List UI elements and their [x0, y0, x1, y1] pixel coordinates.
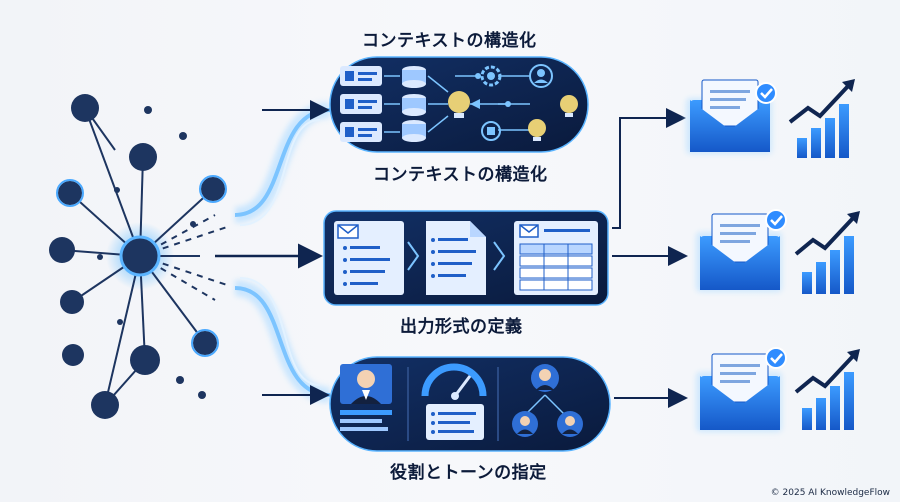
envelope-check-icon — [686, 79, 777, 154]
growth-chart-icon — [794, 211, 860, 294]
gear-icon — [480, 65, 502, 87]
gauge-icon — [421, 363, 487, 400]
user-card-icons — [340, 66, 382, 142]
envelope-check-icon — [696, 209, 787, 292]
output-row-3 — [696, 347, 860, 432]
person-icon — [340, 364, 392, 404]
panel-output-format — [323, 210, 609, 306]
team-icon — [512, 364, 583, 437]
section-1-title-bottom: コンテキストの構造化 — [373, 165, 548, 185]
analytics-icon — [481, 121, 501, 141]
panel-role-and-tone — [329, 356, 611, 452]
envelope-check-icon — [696, 347, 787, 432]
user-icon — [529, 64, 553, 88]
tone-card — [426, 404, 484, 440]
section-1-title-top: コンテキストの構造化 — [362, 31, 537, 51]
network-hub-icon — [49, 94, 231, 419]
database-icon — [402, 66, 426, 142]
table-icon — [514, 221, 598, 295]
section-2-title: 出力形式の定義 — [400, 317, 523, 337]
flow-streams — [215, 100, 331, 405]
lightbulb-icon — [448, 91, 578, 141]
mail-form-icon — [334, 221, 404, 295]
panel-context-structuring — [329, 56, 589, 153]
growth-chart-icon — [788, 79, 855, 158]
copyright-footer: © 2025 AI KnowledgeFlow — [770, 488, 890, 498]
document-icon — [426, 221, 486, 295]
output-arrows — [612, 108, 688, 408]
output-row-1 — [686, 79, 855, 158]
growth-chart-icon — [794, 349, 860, 430]
section-3-title: 役割とトーンの指定 — [390, 463, 547, 483]
output-row-2 — [696, 209, 860, 294]
